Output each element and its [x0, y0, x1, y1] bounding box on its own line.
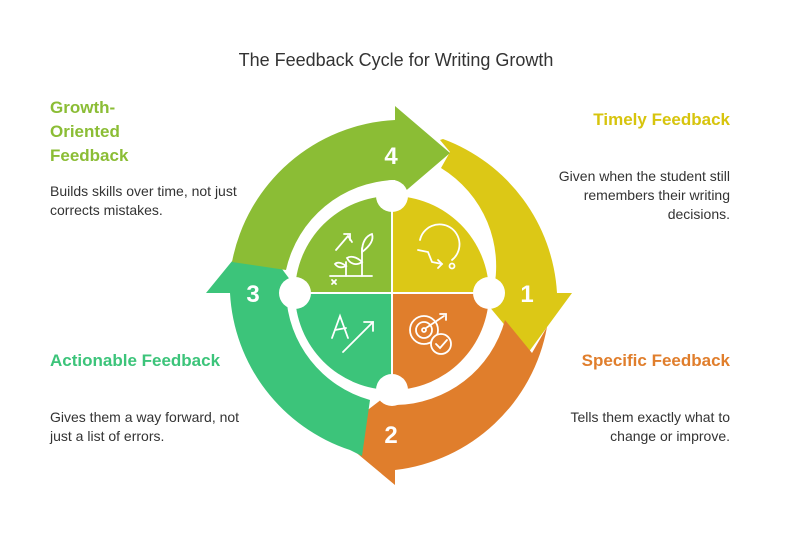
notch-left — [279, 277, 311, 309]
growing-plants-icon — [329, 232, 374, 285]
letter-arrow-icon — [331, 313, 374, 353]
stage-number-4: 4 — [384, 143, 398, 170]
stage-number-3: 3 — [246, 281, 259, 308]
actionable-feedback-description: Gives them a way forward, not just a lis… — [50, 409, 240, 444]
timely-feedback-description: Given when the student still remembers t… — [558, 168, 730, 222]
arrow-timely — [440, 139, 572, 353]
growth-feedback-title: Growth-Oriented Feedback — [50, 98, 129, 165]
arrow-specific — [335, 320, 547, 485]
target-check-icon — [409, 313, 452, 355]
notch-top — [376, 180, 408, 212]
growth-feedback-description: Builds skills over time, not just correc… — [50, 183, 237, 218]
quadrant-timely — [392, 196, 489, 293]
clock-arrow-icon — [417, 223, 461, 270]
quadrant-growth — [295, 196, 392, 293]
stage-number-2: 2 — [384, 422, 397, 449]
diagram-title: The Feedback Cycle for Writing Growth — [238, 50, 554, 70]
actionable-feedback-title: Actionable Feedback — [50, 351, 221, 370]
notch-right — [473, 277, 505, 309]
specific-feedback-title: Specific Feedback — [581, 351, 730, 370]
arrow-growth — [232, 106, 450, 270]
timely-feedback-title: Timely Feedback — [593, 110, 730, 129]
cycle-arrows — [206, 106, 572, 485]
quadrant-actionable — [295, 293, 392, 390]
specific-feedback-description: Tells them exactly what to change or imp… — [570, 409, 730, 444]
notch-bottom — [376, 374, 408, 406]
stage-number-1: 1 — [520, 281, 533, 308]
arrow-actionable — [206, 233, 370, 456]
